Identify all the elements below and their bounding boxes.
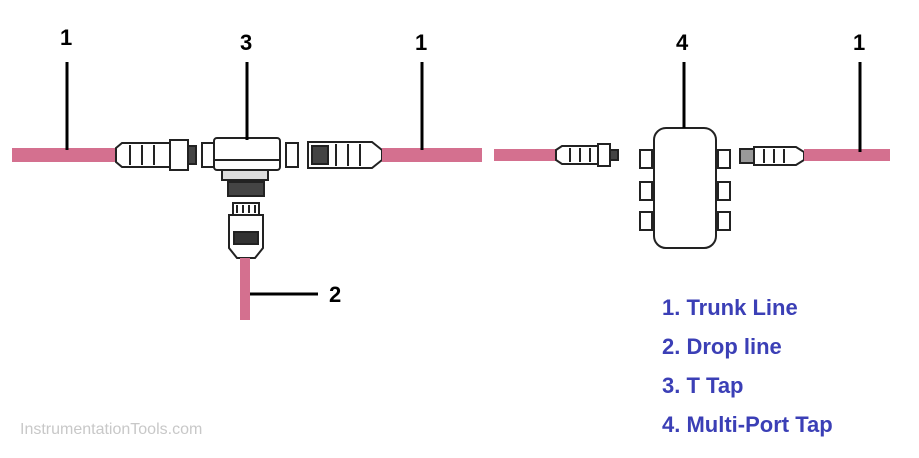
callout-trunk-left: 1 [60,25,72,50]
callout-drop: 2 [329,282,341,307]
trunk-cable-middle [382,148,482,162]
trunk-cable-right-in [494,149,560,161]
legend-item-t-tap: 3. T Tap [662,373,744,398]
callout-trunk-middle: 1 [415,30,427,55]
legend-item-drop-line: 2. Drop line [662,334,782,359]
multiport-tap [639,127,731,249]
trunk-cable-right-out [804,149,890,161]
legend: 1. Trunk Line 2. Drop line 3. T Tap 4. M… [662,288,833,444]
callout-trunk-right: 1 [853,30,865,55]
t-tap [201,137,299,259]
legend-item-trunk-line: 1. Trunk Line [662,295,798,320]
callout-multiport-tap: 4 [676,30,689,55]
multiport-output-connector [739,146,805,166]
trunk-cable-left [12,148,120,162]
drop-cable [240,258,250,320]
trunk-connector-middle [307,141,383,169]
trunk-connector-left [115,139,197,171]
legend-item-multiport-tap: 4. Multi-Port Tap [662,412,833,437]
watermark: InstrumentationTools.com [20,421,203,438]
callout-t-tap: 3 [240,30,252,55]
multiport-input-connector [555,143,619,167]
